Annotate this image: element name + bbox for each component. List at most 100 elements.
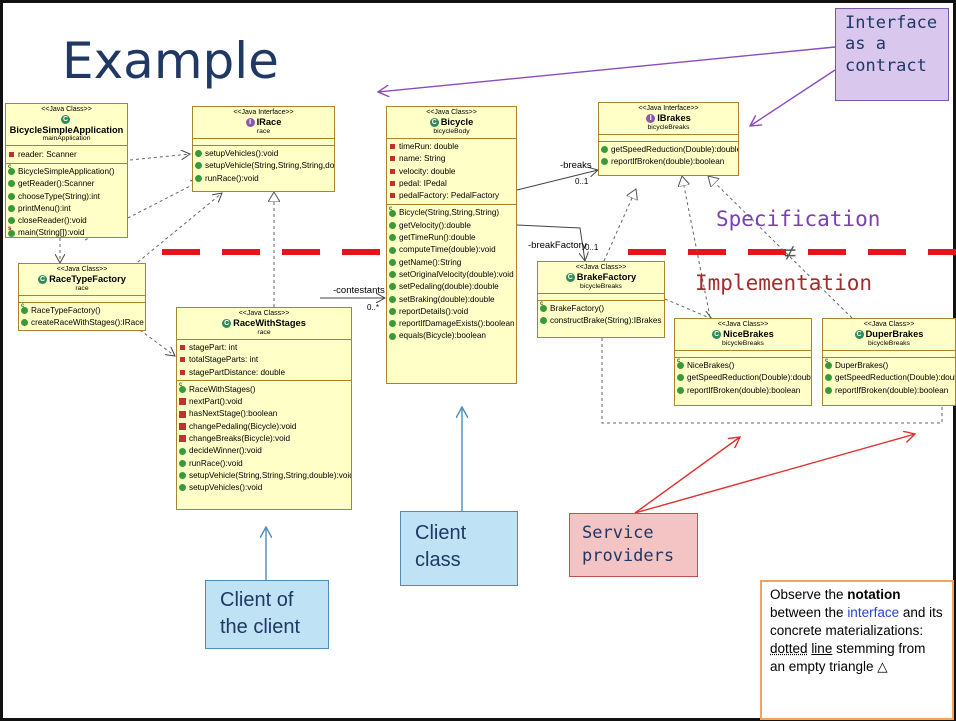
stereotype: <<Java Class>> xyxy=(426,109,477,116)
field-row: stagePartDistance: double xyxy=(179,366,349,378)
method-row: NiceBrakes() xyxy=(677,358,809,372)
private-field-icon xyxy=(390,156,395,162)
method-row: setOriginalVelocity(double):void xyxy=(389,269,514,281)
class-name: Bicycle xyxy=(440,117,474,128)
service-providers-callout: Service providers xyxy=(569,513,698,577)
duperbrakes-implements-ibrakes xyxy=(708,176,853,319)
empty-fields-section xyxy=(193,139,334,146)
method-row: getSpeedReduction(Double):double xyxy=(601,144,738,156)
methods-section: DuperBrakes() getSpeedReduction(Double):… xyxy=(823,358,955,399)
private-field-icon xyxy=(390,181,395,187)
constructor-icon xyxy=(179,382,186,394)
constructor-icon xyxy=(825,358,832,370)
public-method-icon xyxy=(21,319,28,327)
private-field-icon xyxy=(180,357,185,363)
empty-fields-section xyxy=(823,351,955,358)
notation-note: Observe the notation between the interfa… xyxy=(760,580,954,720)
public-method-icon xyxy=(195,174,202,182)
breaks-multiplicity: 0..1 xyxy=(575,177,589,186)
field-row: name: String xyxy=(389,153,514,165)
method-row: getSpeedReduction(Double):double xyxy=(825,372,955,384)
methods-section: BrakeFactory() constructBrake(String):IB… xyxy=(538,301,664,330)
field-row: timeRun: double xyxy=(389,141,514,153)
method-row: changePedaling(Bicycle):void xyxy=(179,420,349,432)
method-row: getReader():Scanner xyxy=(8,178,125,190)
method-row: RaceTypeFactory() xyxy=(21,303,143,317)
public-method-icon xyxy=(825,386,832,394)
class-icon: C xyxy=(222,319,232,329)
private-field-icon xyxy=(390,193,395,199)
empty-fields-section xyxy=(538,294,664,301)
public-method-icon xyxy=(540,317,547,325)
class-name: NiceBrakes xyxy=(723,329,774,340)
method-row: getVelocity():double xyxy=(389,219,514,231)
methods-section: NiceBrakes() getSpeedReduction(Double):d… xyxy=(675,358,811,399)
stereotype: <<Java Class>> xyxy=(56,266,108,273)
method-row: runRace():void xyxy=(179,457,349,469)
method-row: getName():String xyxy=(389,256,514,268)
public-method-icon xyxy=(8,180,15,188)
service-arrow-2 xyxy=(634,434,915,514)
public-method-icon xyxy=(389,320,396,328)
stereotype: <<Java Class>> xyxy=(863,321,915,328)
field-row: pedal: IPedal xyxy=(389,177,514,189)
package-name: mainApplication xyxy=(42,135,91,143)
methods-section: RaceTypeFactory() createRaceWithStages()… xyxy=(19,303,145,330)
constructor-icon xyxy=(540,301,547,313)
class-icon: C xyxy=(854,330,864,340)
interface-icon: I xyxy=(646,114,656,124)
empty-fields-section xyxy=(675,351,811,358)
method-row: setupVehicles():void xyxy=(179,482,349,494)
brakefactory-to-duper-dep xyxy=(601,338,943,424)
implementation-label: Implementation xyxy=(695,271,873,295)
public-method-icon xyxy=(389,295,396,303)
private-method-icon xyxy=(179,422,186,430)
method-row: setPedaling(double):double xyxy=(389,281,514,293)
method-row: RaceWithStages() xyxy=(179,382,349,395)
methods-section: BicycleSimpleApplication() getReader():S… xyxy=(6,164,127,237)
public-method-icon xyxy=(179,447,186,455)
public-method-icon xyxy=(8,205,15,213)
method-row: constructBrake(String):IBrakes xyxy=(540,315,662,327)
public-method-icon xyxy=(179,472,186,480)
package-name: race xyxy=(75,284,89,292)
method-row: BrakeFactory() xyxy=(540,301,662,315)
not-equal-symbol: ≠ xyxy=(784,240,797,265)
method-row: reportIfDamageExists():boolean xyxy=(389,318,515,330)
public-method-icon xyxy=(601,146,608,154)
package-name: bicycleBreaks xyxy=(868,339,910,347)
fields-section: stagePart: int totalStageParts: int stag… xyxy=(177,340,351,382)
public-method-icon xyxy=(389,283,396,291)
factory-to-racestages-dep xyxy=(139,329,175,356)
methods-section: Bicycle(String,String,String) getVelocit… xyxy=(387,205,516,344)
package-name: bicycleBreaks xyxy=(580,282,622,290)
constructor-icon xyxy=(21,303,28,315)
private-method-icon xyxy=(179,410,186,418)
class-name: RaceTypeFactory xyxy=(49,274,126,285)
public-method-icon xyxy=(825,374,832,382)
constructor-icon xyxy=(8,164,15,176)
public-method-icon xyxy=(389,271,396,279)
method-row: chooseType(String):int xyxy=(8,190,125,202)
method-row: createRaceWithStages():IRace xyxy=(21,317,144,329)
class-name: BicycleSimpleApplication xyxy=(9,124,124,135)
method-row: reportIfBroken(double):boolean xyxy=(601,156,736,168)
method-row: Bicycle(String,String,String) xyxy=(389,206,514,219)
method-row: runRace():void xyxy=(195,172,332,184)
static-method-icon xyxy=(8,226,15,237)
method-row: DuperBrakes() xyxy=(825,358,953,372)
field-row: velocity: double xyxy=(389,165,514,177)
public-method-icon xyxy=(195,162,202,170)
class-main-app[interactable]: <<Java Class>> CBicycleSimpleApplication… xyxy=(5,103,128,238)
method-row: setupVehicle(String,String,String,double… xyxy=(179,470,351,482)
public-method-icon xyxy=(195,150,202,158)
breakfactory-assoc xyxy=(516,224,585,261)
